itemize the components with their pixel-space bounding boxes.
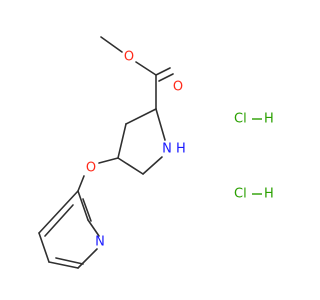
bond-c2-c3 xyxy=(125,108,157,125)
bond-c3-c4 xyxy=(117,123,127,159)
bond-carbonyl-double-a xyxy=(155,67,171,76)
bond-methyl-o xyxy=(100,36,123,53)
salt-1-h-label: H xyxy=(264,112,274,127)
pyridine-nitrogen-label: N xyxy=(95,235,105,250)
bond-py-inner-a xyxy=(82,198,92,222)
salt-1-cl-label: Cl xyxy=(234,112,247,127)
bond-carbonyl-double-b xyxy=(158,73,174,82)
bond-o-carbonyl xyxy=(135,61,157,76)
bond-n-c2 xyxy=(155,108,166,141)
ester-oxygen-label: O xyxy=(124,50,134,65)
molecule-diagram: O O N H O N Cl H Cl H xyxy=(38,36,274,269)
ether-oxygen-label: O xyxy=(86,161,96,176)
bond-py-inner-b xyxy=(55,257,84,265)
bond-ether-o-pyridine xyxy=(77,175,85,192)
bond-py-c3-c2 xyxy=(77,190,89,221)
salt-2-cl-label: Cl xyxy=(234,187,247,202)
bond-py-c5-c4 xyxy=(38,232,50,263)
bond-c5-n xyxy=(142,156,163,175)
salt-2-h-label: H xyxy=(264,187,274,202)
bond-py-n-c6 xyxy=(77,248,98,269)
bond-c4-ether-o xyxy=(98,157,119,164)
bond-c4-c5 xyxy=(117,157,144,175)
carbonyl-oxygen-label: O xyxy=(173,80,183,95)
bond-py-inner-c xyxy=(44,204,74,237)
structure-canvas: O O N H O N Cl H Cl H xyxy=(38,36,274,269)
bond-py-c6-c5 xyxy=(48,261,79,269)
bond-py-c2-n xyxy=(87,219,100,237)
bond-py-c4-c3 xyxy=(38,190,79,234)
ring-nh-label: N H xyxy=(162,142,186,157)
